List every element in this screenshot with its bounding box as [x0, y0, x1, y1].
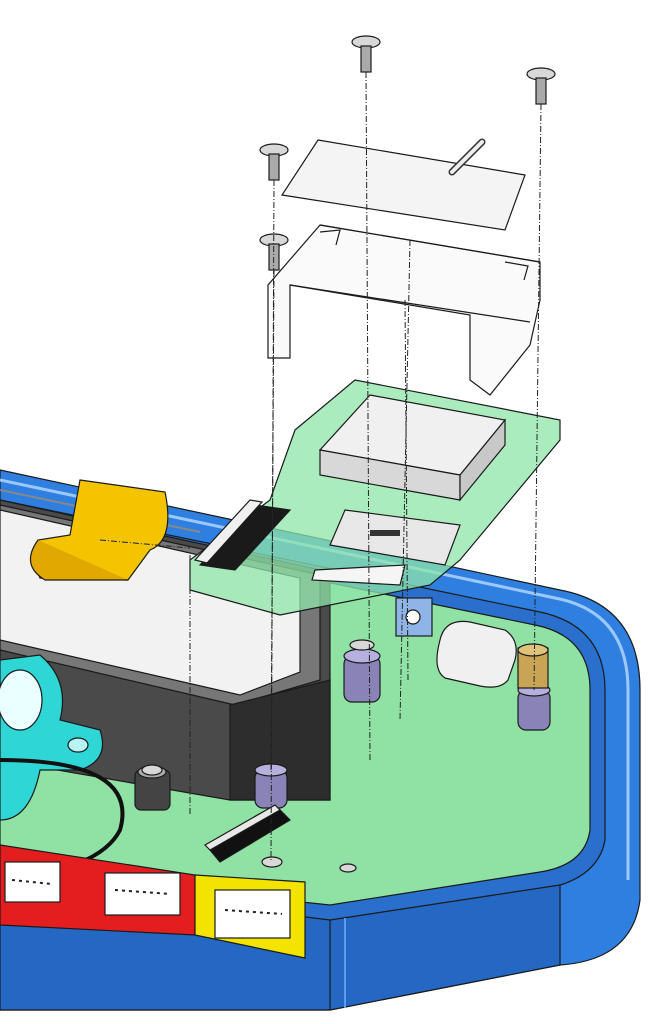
cover-plate [280, 139, 526, 231]
sma-connector [517, 643, 549, 689]
standoff [134, 648, 551, 811]
module-chip [318, 394, 507, 502]
usb-c-port [436, 620, 517, 688]
screw-icon [141, 35, 556, 873]
sim-card-holder [311, 509, 461, 586]
fpc-connector-main [204, 804, 291, 863]
flex-cable [0, 479, 201, 581]
assembly-axis-lines [99, 71, 542, 861]
antenna-pin [448, 138, 486, 176]
speaker [0, 654, 125, 882]
jst-connector [4, 861, 291, 939]
fpc-connector [193, 499, 292, 571]
port-strip [0, 844, 306, 959]
shield-bracket [267, 224, 541, 396]
